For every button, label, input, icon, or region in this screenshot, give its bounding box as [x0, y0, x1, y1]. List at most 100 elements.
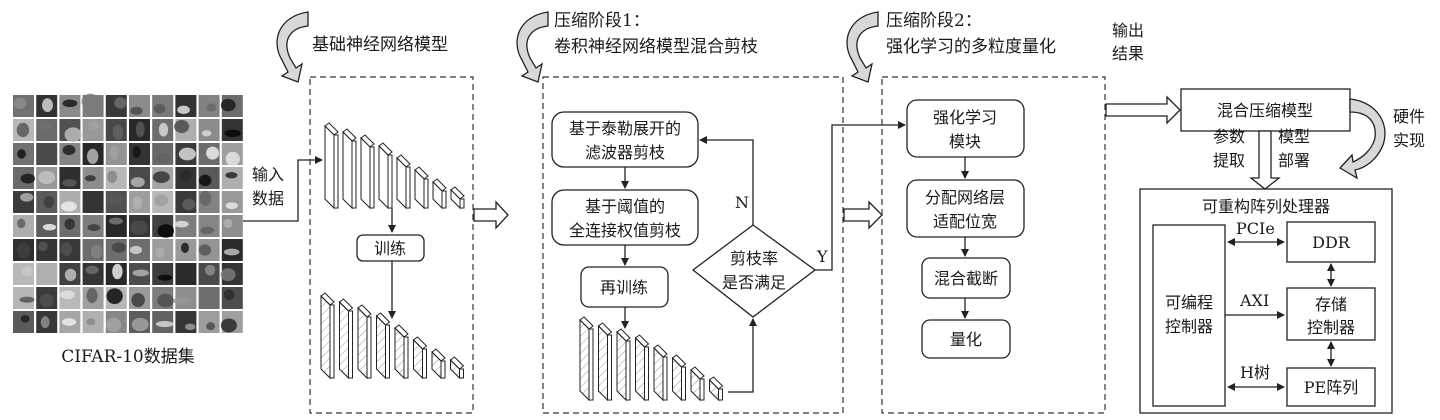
input-label-1: 输入	[252, 165, 284, 184]
sample-image-shape	[199, 190, 212, 207]
layer-slab	[339, 300, 349, 380]
sample-image-shape	[38, 170, 56, 185]
sample-image-shape	[157, 224, 175, 238]
rl-line-2: 模块	[949, 132, 981, 151]
layer-side-face	[588, 328, 594, 401]
curved-arrow-icon	[1338, 98, 1386, 180]
ddr-label: DDR	[1312, 233, 1351, 252]
no-label: N	[735, 193, 749, 212]
sample-image-shape	[174, 220, 189, 228]
layer-slab	[376, 314, 386, 380]
controller-line-2: 控制器	[1165, 317, 1213, 336]
train-box	[356, 234, 425, 262]
pcie-label: PCIe	[1236, 219, 1275, 238]
layer-side-face	[403, 336, 409, 379]
layer-slab	[378, 144, 389, 210]
alloc-line-1: 分配网络层	[925, 188, 1005, 207]
memory-controller-box	[1286, 287, 1376, 341]
sample-image-shape	[90, 245, 103, 259]
sample-image-shape	[200, 226, 215, 235]
layer-slab	[342, 130, 353, 210]
hardware-label-2: 实现	[1393, 131, 1425, 150]
sample-image-shape	[84, 175, 96, 182]
sample-image-shape	[174, 120, 190, 134]
sample-image-shape	[60, 242, 72, 257]
stage0-title: 基础神经网络模型	[312, 35, 448, 55]
layer-side-face	[405, 166, 411, 209]
sample-image-shape	[132, 269, 149, 277]
sample-image-shape	[44, 147, 55, 154]
sample-image-shape	[179, 275, 189, 283]
stage2-title-2: 强化学习的多粒度量化	[886, 37, 1056, 57]
htree-label: H树	[1240, 363, 1270, 382]
sample-image-shape	[225, 172, 238, 179]
sample-image-shape	[179, 169, 192, 182]
layer-slab	[324, 124, 335, 210]
layer-side-face	[329, 304, 335, 379]
param-label-2: 提取	[1213, 151, 1245, 170]
layer-side-face	[699, 378, 705, 401]
model-box-label: 混合压缩模型	[1217, 101, 1313, 120]
sample-image-shape	[20, 314, 30, 323]
layer-side-face	[459, 198, 465, 209]
sample-image-shape	[156, 152, 170, 164]
sample-image-shape	[112, 263, 123, 280]
axi-label: AXI	[1239, 291, 1269, 310]
sample-image-shape	[21, 266, 33, 277]
hollow-arrow-icon	[1105, 95, 1181, 125]
input-label-2: 数据	[252, 189, 284, 208]
controller-line-1: 可编程	[1165, 293, 1213, 312]
stage1-title-1: 压缩阶段1：	[554, 11, 650, 31]
layer-side-face	[385, 324, 390, 379]
layer-slab	[396, 156, 407, 210]
stage1-dashed-box	[542, 76, 844, 414]
train-label: 训练	[374, 239, 406, 258]
sample-image-shape	[155, 321, 174, 328]
stage2-dashed-box	[881, 76, 1106, 414]
sample-image-shape	[132, 146, 141, 159]
sample-image-shape	[106, 192, 124, 205]
sample-image-shape	[220, 98, 236, 112]
sample-image-shape	[82, 196, 97, 213]
deploy-label-2: 部署	[1278, 151, 1310, 170]
sample-image-shape	[86, 148, 99, 165]
sample-image-shape	[223, 248, 240, 256]
layer-slab	[653, 346, 664, 402]
sample-image-thumbnail	[152, 263, 174, 285]
sample-image-shape	[13, 97, 27, 109]
sample-image-shape	[131, 292, 145, 308]
sample-image-thumbnail	[198, 119, 220, 141]
sample-image-shape	[204, 264, 216, 276]
quant-label: 量化	[950, 330, 982, 349]
layer-side-face	[351, 140, 357, 209]
sample-image-thumbnail	[36, 143, 58, 165]
sample-image-shape	[198, 244, 212, 256]
sample-image-shape	[158, 122, 169, 137]
sample-image-shape	[155, 247, 165, 258]
sample-image-shape	[16, 122, 30, 138]
sample-image-shape	[206, 146, 220, 160]
sample-image-shape	[62, 99, 78, 108]
yes-label: Y	[816, 247, 828, 266]
sample-image-shape	[61, 318, 77, 326]
cnn-layers-trained	[320, 292, 465, 380]
sample-image-shape	[87, 224, 101, 232]
sample-image-shape	[62, 145, 76, 156]
sample-image-shape	[38, 241, 48, 252]
sample-image-shape	[223, 289, 235, 301]
sample-image-shape	[198, 174, 212, 187]
sample-image-shape	[111, 242, 126, 253]
no-loop-arrow	[699, 136, 754, 225]
layer-slab	[360, 136, 371, 210]
sample-image-shape	[130, 106, 143, 116]
sample-image-shape	[40, 316, 50, 329]
sample-image-shape	[152, 171, 170, 184]
sample-image-thumbnail	[36, 239, 58, 261]
mixed-truncation-box	[921, 257, 1011, 299]
layer-side-face	[422, 348, 427, 379]
sample-image-shape	[36, 123, 53, 132]
processor-title: 可重构阵列处理器	[1202, 197, 1330, 216]
sample-image-shape	[182, 198, 196, 211]
cnn-layers-pruned	[579, 316, 724, 402]
layer-side-face	[644, 346, 649, 401]
